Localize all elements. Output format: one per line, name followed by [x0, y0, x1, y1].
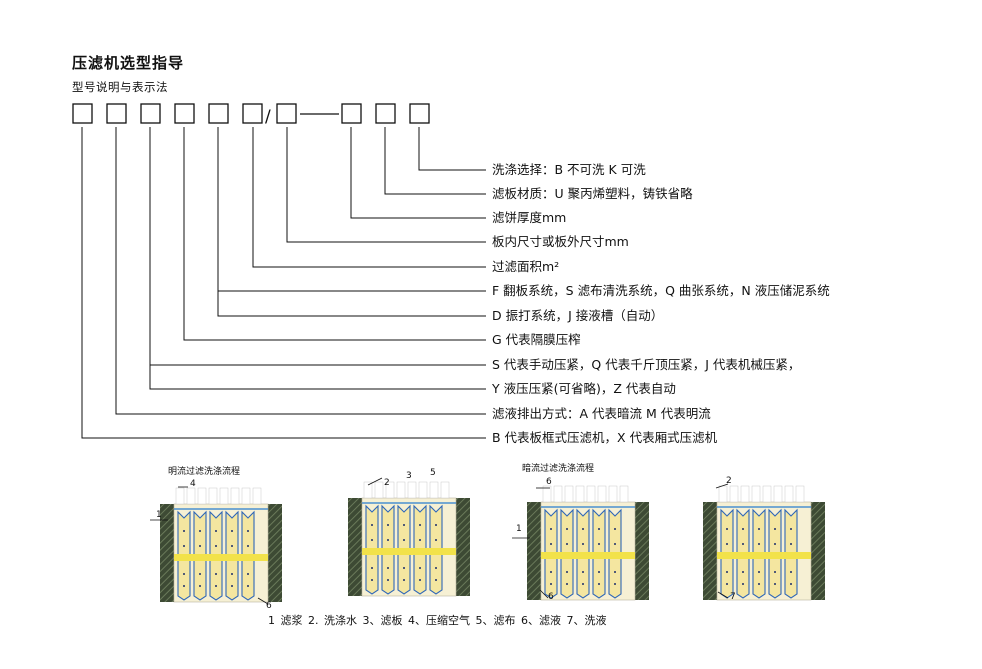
diagram-3-label-6: 6: [546, 477, 552, 487]
diagram-3-label-6b: 6: [548, 592, 554, 602]
code-box-1: [72, 103, 93, 124]
code-box-8: [341, 103, 362, 124]
diagram-2-leader: [367, 477, 383, 486]
code-box-10: [409, 103, 430, 124]
desc-auxiliary-system: F 翻板系统，S 滤布清洗系统，Q 曲张系统，N 液压储泥系统: [492, 283, 830, 298]
diagram-1-label-6: 6: [266, 601, 272, 611]
diagram-3-press: [526, 485, 650, 601]
leader-line-6: [252, 127, 486, 268]
desc-filter-area: 过滤面积m²: [492, 259, 560, 274]
desc-plate-size: 板内尺寸或板外尺寸mm: [492, 234, 629, 249]
code-box-9: [375, 103, 396, 124]
diagram-1-press: [159, 487, 283, 603]
diagram-4-label-7: 7: [730, 592, 736, 602]
desc-plate-material: 滤板材质：U 聚丙烯塑料，铸铁省略: [492, 186, 693, 201]
diagram-2-label-2: 2: [384, 478, 390, 488]
desc-membrane-press: G 代表隔膜压榨: [492, 332, 581, 347]
diagram-4-press: [702, 485, 826, 601]
leader-line-2: [115, 127, 486, 415]
desc-vibration-system: D 振打系统，J 接液槽（自动）: [492, 308, 664, 323]
leader-line-7: [286, 127, 486, 243]
diagram-1-title: 明流过滤洗涤流程: [168, 467, 241, 477]
diagram-4-leader-7: [717, 591, 729, 599]
desc-press-type: B 代表板框式压滤机，X 代表厢式压滤机: [492, 430, 718, 445]
diagram-3-title: 暗流过滤洗涤流程: [522, 464, 595, 474]
page-title: 压滤机选型指导: [72, 54, 185, 72]
diagram-3-label-1: 1: [516, 524, 522, 534]
diagram-4-label-2: 2: [726, 476, 732, 486]
leader-line-8: [350, 127, 486, 219]
diagram-1-label-4: 4: [190, 479, 196, 489]
diagram-4-leader-2: [715, 483, 729, 489]
desc-press-method: S 代表手动压紧，Q 代表千斤顶压紧，J 代表机械压紧，: [492, 357, 801, 372]
desc-hydraulic-auto: Y 液压压紧(可省略)，Z 代表自动: [492, 381, 676, 396]
leader-line-4: [183, 127, 486, 341]
code-box-3: [140, 103, 161, 124]
code-box-5: [208, 103, 229, 124]
diagram-2-press: [347, 481, 471, 597]
diagram-legend: 1 滤浆 2. 洗涤水 3、滤板 4、压缩空气 5、滤布 6、滤液 7、洗液: [268, 614, 607, 627]
leader-line-1: [81, 127, 486, 439]
desc-cake-thickness: 滤饼厚度mm: [492, 210, 567, 225]
leader-line-3a: [149, 127, 486, 366]
leader-line-9: [384, 127, 486, 195]
diagram-2-label-5: 5: [430, 468, 436, 478]
code-box-7: [276, 103, 297, 124]
leader-line-5b: [217, 291, 486, 317]
diagram-1-label-1: 1: [156, 510, 162, 520]
code-box-6: [242, 103, 263, 124]
desc-filtrate-discharge: 滤液排出方式：A 代表暗流 M 代表明流: [492, 406, 711, 421]
code-box-4: [174, 103, 195, 124]
diagram-3-leader-6b: [539, 589, 549, 599]
diagram-1-leader-6: [257, 597, 269, 605]
desc-wash-option: 洗涤选择：B 不可洗 K 可洗: [492, 162, 646, 177]
leader-line-10: [418, 127, 486, 171]
diagram-2-label-3: 3: [406, 471, 412, 481]
page-subtitle: 型号说明与表示法: [72, 80, 168, 94]
leader-line-5a: [217, 127, 486, 292]
code-slash: /: [265, 107, 271, 127]
leader-line-3b: [149, 365, 486, 390]
code-box-2: [106, 103, 127, 124]
